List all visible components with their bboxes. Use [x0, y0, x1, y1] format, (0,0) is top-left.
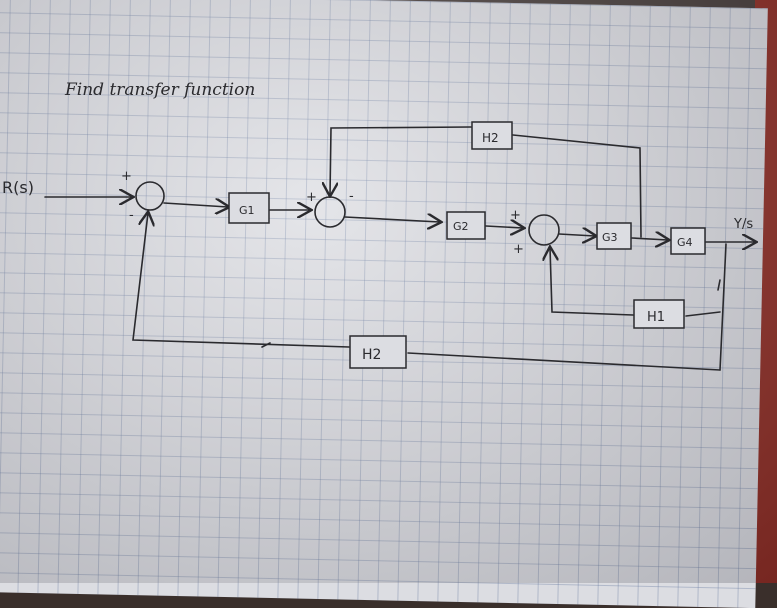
svg-text:G1: G1: [239, 204, 255, 217]
summing-junction-3: [528, 214, 560, 246]
block-g1: G1: [228, 192, 270, 224]
block-g3: G3: [596, 222, 632, 250]
output-label: Y/s: [733, 217, 753, 232]
output-tap-line: [719, 243, 727, 371]
summing-junction-1: [135, 181, 165, 211]
sum2-minus-sign: -: [349, 189, 354, 204]
sum3-plus-sign-bottom: +: [513, 242, 524, 257]
block-h1: H1: [633, 299, 685, 329]
sum1-plus-sign: +: [121, 169, 132, 184]
block-h2-bottom: H2: [349, 335, 407, 369]
svg-text:G4: G4: [677, 236, 693, 249]
svg-text:H2: H2: [362, 347, 381, 363]
input-label: R(s): [2, 178, 34, 197]
block-h2-top: H2: [471, 121, 513, 150]
svg-text:H1: H1: [647, 310, 665, 325]
svg-text:H2: H2: [482, 131, 499, 145]
sum1-minus-sign: -: [129, 208, 134, 223]
block-g2: G2: [446, 211, 486, 240]
block-diagram: Find transfer function R(s) + - G1 + - G…: [2, 80, 777, 371]
sum2-plus-sign: +: [306, 190, 317, 205]
summing-junction-2: [314, 196, 346, 228]
sum3-plus-sign-top: +: [510, 208, 521, 223]
block-g4: G4: [670, 227, 706, 255]
diagram-title: Find transfer function: [64, 80, 255, 100]
svg-text:G3: G3: [602, 231, 618, 244]
svg-text:G2: G2: [453, 220, 469, 233]
